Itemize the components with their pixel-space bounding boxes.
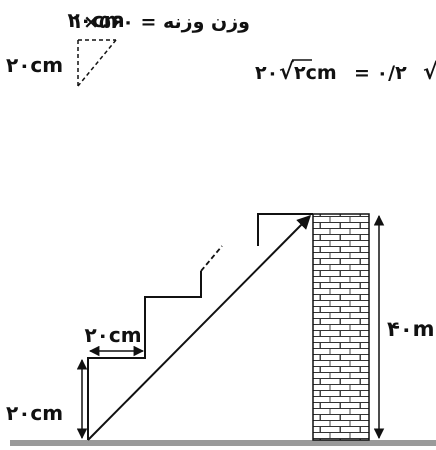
triangle-side-label: ۲۰cm xyxy=(6,53,63,77)
small-triangle xyxy=(77,39,117,87)
sqrt-radicand: ۲cm xyxy=(294,62,337,84)
staircase-dashed-gap xyxy=(200,245,223,272)
step-width-label: ۲۰cm xyxy=(84,323,141,347)
brick-wall xyxy=(312,213,370,441)
staircase-lower xyxy=(87,271,202,440)
ground xyxy=(10,440,436,446)
triangle-top-label: ۲۰cm xyxy=(67,8,124,32)
diagonal-arrow xyxy=(87,215,311,441)
weight-equation: وزن وزنه = ۵۶۰×۱ xyxy=(72,11,250,33)
sqrt-symbol-right-icon: √ xyxy=(423,60,436,85)
step-height-label: ۲۰cm xyxy=(6,401,63,425)
wall-height-label: ۴۰m xyxy=(387,317,435,341)
sqrt-coefficient: ۲۰ xyxy=(255,62,278,84)
staircase-upper xyxy=(257,213,313,246)
sqrt-equals: = ۰/۲ xyxy=(354,62,407,84)
sqrt-equation: ۲۰ √ ۲cm = ۰/۲ √ xyxy=(255,59,436,85)
sqrt-symbol-icon: √ xyxy=(279,60,294,85)
